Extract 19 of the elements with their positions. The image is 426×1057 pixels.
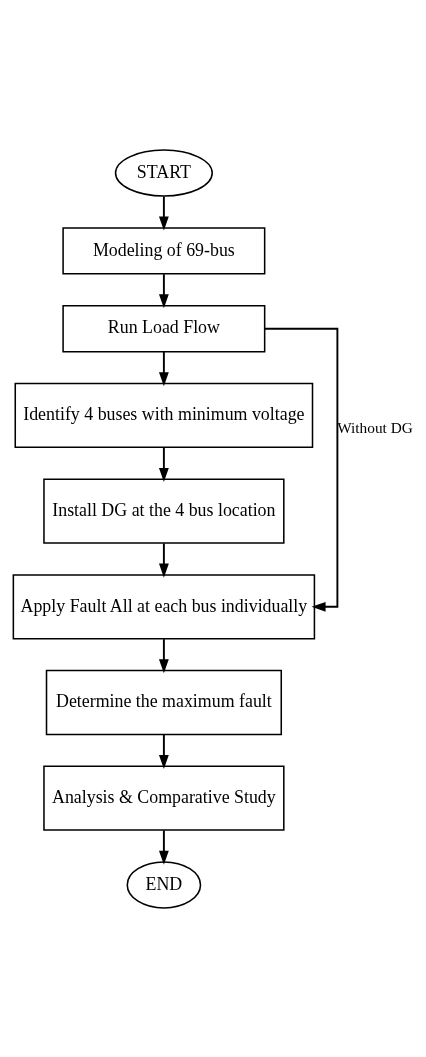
node-ellipse: START [114,148,213,197]
arrow [158,272,169,308]
node-box: Modeling of 69-bus [62,226,266,275]
arrow [158,194,169,230]
node-box: Run Load Flow [62,304,266,352]
node-ellipse: END [126,860,202,909]
arrow [158,637,169,673]
node-box: Install DG at the 4 bus location [43,478,285,544]
node-box: Determine the maximum fault [45,669,282,735]
arrow [158,350,169,386]
node-box: Analysis & Comparative Study [43,765,285,831]
arrow [263,327,339,612]
node-box: Apply Fault All at each bus individually [12,573,316,639]
arrow [158,542,169,578]
arrow [158,829,169,865]
node-box: Identify 4 buses with minimum voltage [14,382,314,448]
arrow [158,733,169,769]
arrow [158,446,169,482]
edge-label: Without DG [337,418,413,436]
